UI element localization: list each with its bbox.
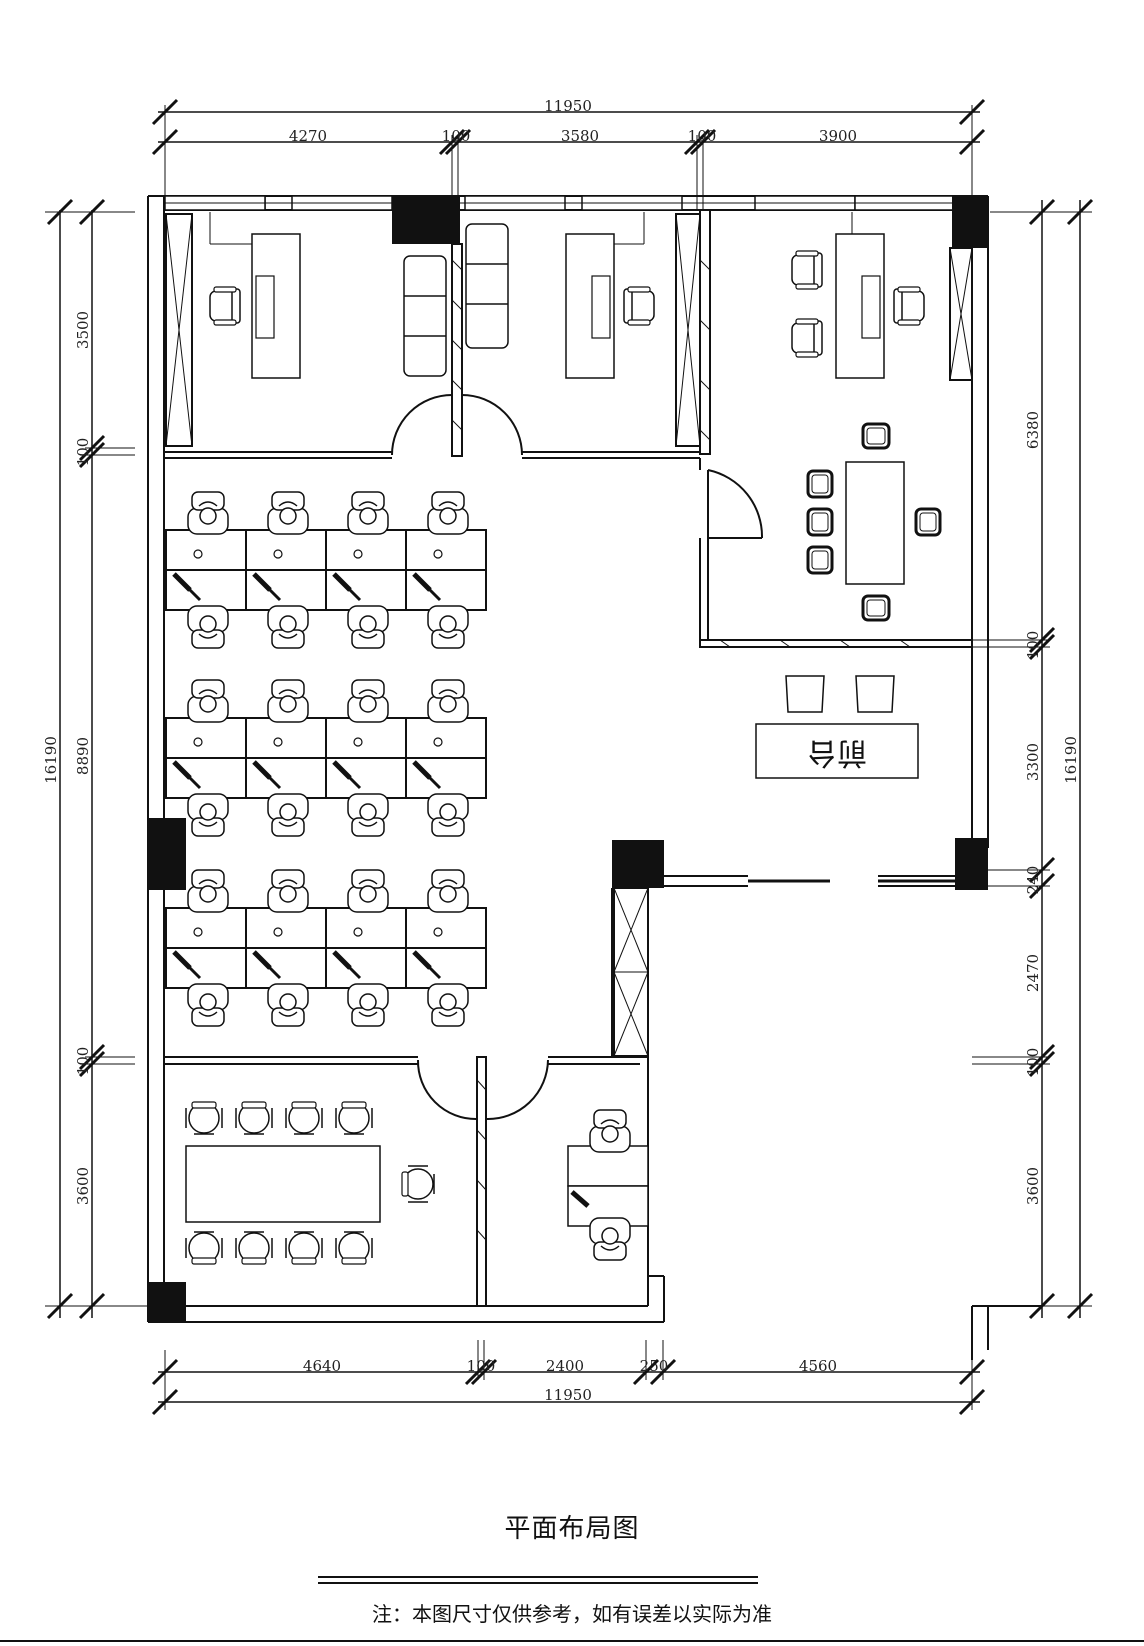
dim-right-1: 6380	[1024, 411, 1042, 449]
workstation-desk	[326, 718, 406, 798]
workstation-seat	[347, 869, 389, 913]
workstation-desk	[406, 718, 486, 798]
dim-left-2: 100	[74, 438, 92, 467]
reception-desk-label: 前台	[807, 735, 867, 770]
workstation-seat	[347, 679, 389, 723]
title-underline-1	[318, 1576, 758, 1578]
workstation-seat	[347, 793, 389, 837]
storage-cabinets	[165, 213, 973, 1057]
dim-right-total: 16190	[1062, 736, 1080, 784]
workstation-desk	[166, 530, 246, 610]
workstation-desk	[406, 530, 486, 610]
workstation-desk	[326, 908, 406, 988]
page-bottom-rule	[0, 1640, 1144, 1642]
workstation-seat	[427, 793, 469, 837]
dimension-lines	[45, 105, 1092, 1410]
workstation-seat	[267, 869, 309, 913]
dim-bottom-2: 100	[467, 1357, 496, 1375]
workstations	[166, 491, 486, 1027]
doors	[391, 394, 764, 1121]
meeting-room-lower	[185, 1101, 435, 1265]
dim-top-4: 100	[688, 127, 717, 145]
lower-office	[567, 1109, 649, 1261]
disclaimer-note: 注：本图尺寸仅供参考，如有误差以实际为准	[372, 1602, 772, 1626]
dimension-labels: 11950 4270 100 3580 100 3900 4640 100 24…	[42, 97, 1080, 1404]
dim-left-3: 8890	[74, 737, 92, 775]
workstation-seat	[427, 983, 469, 1027]
dim-left-1: 3500	[74, 311, 92, 349]
workstation-seat	[187, 679, 229, 723]
dim-bottom-5: 4560	[799, 1357, 837, 1375]
workstation-seat	[427, 869, 469, 913]
workstation-desk	[406, 908, 486, 988]
workstation-seat	[187, 869, 229, 913]
office-1	[209, 212, 301, 379]
dim-top-1: 4270	[289, 127, 327, 145]
partition-hatch	[451, 259, 911, 1241]
dim-right-2: 100	[1024, 631, 1042, 660]
workstation-seat	[427, 491, 469, 535]
dim-right-7: 3600	[1024, 1167, 1042, 1205]
title-underline-2	[318, 1582, 758, 1584]
dim-bottom-3: 2400	[546, 1357, 584, 1375]
workstation-seat	[187, 491, 229, 535]
dim-bottom-total: 11950	[544, 1386, 592, 1404]
dim-top-2: 100	[442, 127, 471, 145]
workstation-seat	[267, 793, 309, 837]
dim-top-3: 3580	[561, 127, 599, 145]
workstation-desk	[246, 718, 326, 798]
workstation-seat	[347, 491, 389, 535]
workstation-desk	[326, 530, 406, 610]
reception-area: 前台	[755, 675, 919, 779]
workstation-desk	[166, 908, 246, 988]
workstation-seat	[187, 793, 229, 837]
workstation-seat	[267, 491, 309, 535]
workstation-desk	[246, 908, 326, 988]
workstation-seat	[267, 983, 309, 1027]
interior-walls	[164, 209, 973, 1307]
workstation-desk	[166, 718, 246, 798]
dim-bottom-4: 250	[640, 1357, 669, 1375]
structural-columns	[148, 196, 988, 1322]
dim-right-6: 100	[1024, 1048, 1042, 1077]
drawing-title: 平面布局图	[504, 1514, 640, 1544]
workstation-seat	[427, 605, 469, 649]
workstation-seat	[187, 605, 229, 649]
workstation-seat	[427, 679, 469, 723]
office-2	[565, 212, 655, 379]
dim-top-total: 11950	[544, 97, 592, 115]
workstation-desk	[246, 530, 326, 610]
workstation-seat	[187, 983, 229, 1027]
workstation-seat	[347, 605, 389, 649]
office-3	[791, 212, 925, 379]
workstation-seat	[267, 679, 309, 723]
sofa	[403, 223, 509, 377]
dim-left-4: 100	[74, 1047, 92, 1076]
dim-left-total: 16190	[42, 736, 60, 784]
workstation-seat	[347, 983, 389, 1027]
workstation-seat	[267, 605, 309, 649]
meeting-room-upper	[806, 422, 942, 622]
dim-bottom-1: 4640	[303, 1357, 341, 1375]
dim-right-3: 3300	[1024, 743, 1042, 781]
dim-right-5: 2470	[1024, 954, 1042, 992]
dim-top-5: 3900	[819, 127, 857, 145]
dim-right-4: 240	[1024, 866, 1042, 895]
top-windows	[164, 195, 956, 211]
dim-left-5: 3600	[74, 1167, 92, 1205]
